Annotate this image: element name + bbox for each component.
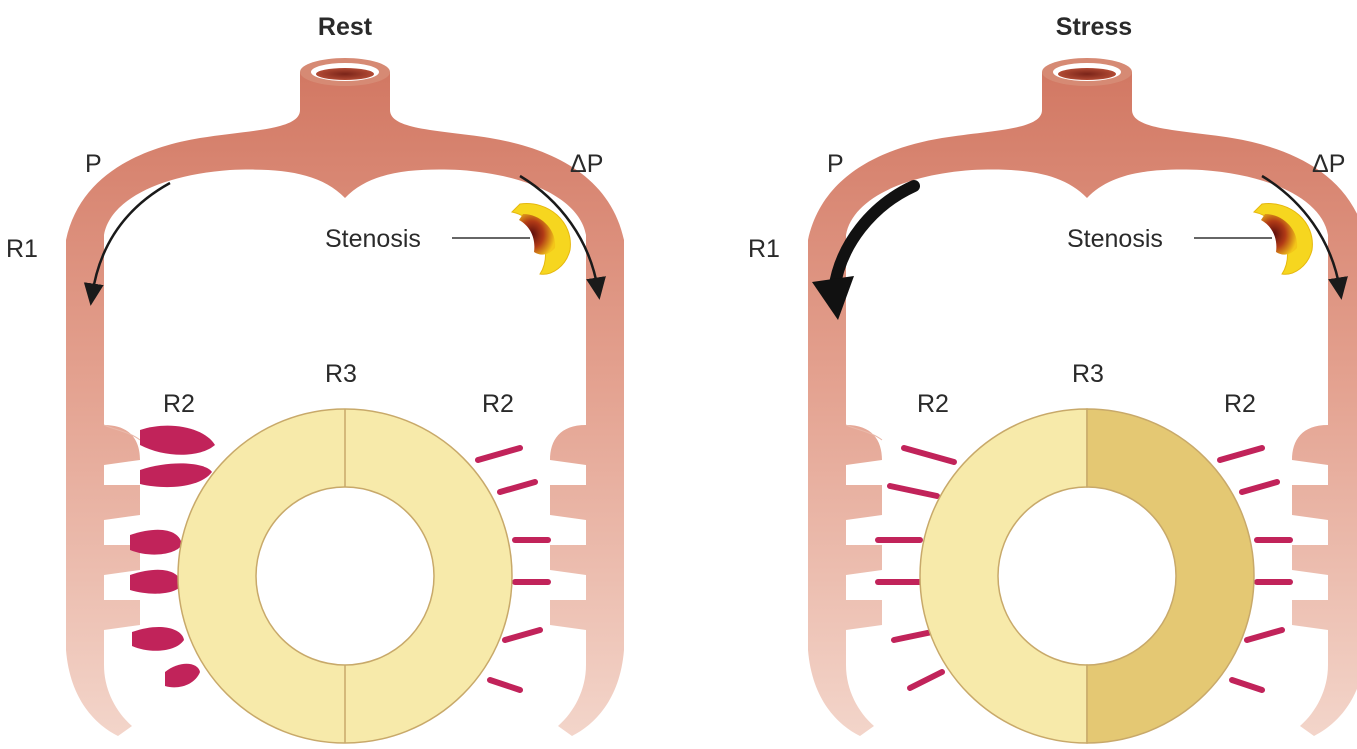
r1-label: R1: [748, 235, 780, 263]
pressure-drop-label: ΔP: [1312, 150, 1345, 178]
pressure-label: P: [85, 150, 102, 178]
r3-label: R3: [1072, 360, 1104, 388]
myocardium-ring-stress: [920, 409, 1254, 743]
pressure-label: P: [827, 150, 844, 178]
panel-title: Rest: [318, 13, 373, 41]
r2-right-label: R2: [482, 390, 514, 418]
panel-title: Stress: [1056, 13, 1132, 41]
stenosis-label: Stenosis: [325, 225, 421, 253]
r1-label: R1: [6, 235, 38, 263]
panel-stress: Stress P ΔP R1 Stenosis R2 R3 R2: [748, 13, 1357, 743]
stenosis-stress: [1254, 204, 1312, 275]
stenosis-label: Stenosis: [1067, 225, 1163, 253]
stenosis-rest: [512, 204, 570, 275]
r2-left-label: R2: [163, 390, 195, 418]
r2-right-label: R2: [1224, 390, 1256, 418]
pressure-drop-label: ΔP: [570, 150, 603, 178]
panel-rest: Rest P ΔP R1 Stenosis R2 R3 R2: [6, 13, 624, 743]
r2-left-label: R2: [917, 390, 949, 418]
myocardium-ring-rest: [178, 409, 512, 743]
r3-label: R3: [325, 360, 357, 388]
